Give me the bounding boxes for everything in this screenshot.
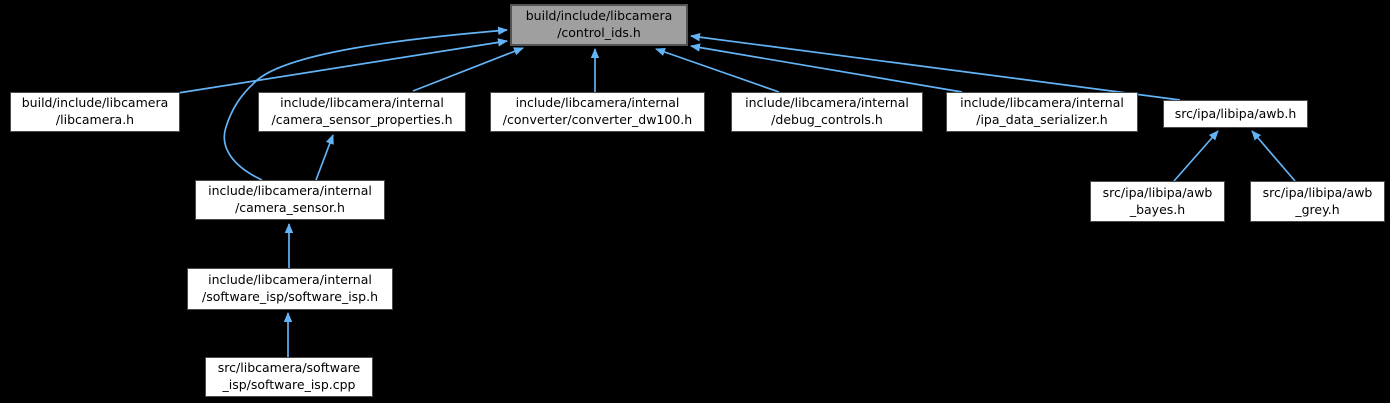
edge-debug-controls-to-control-ids [655, 48, 780, 93]
node-libcamera-h[interactable]: build/include/libcamera /libcamera.h [10, 92, 180, 132]
node-software-isp-h[interactable]: include/libcamera/internal /software_isp… [187, 268, 393, 310]
edge-camera-sensor-to-camera-sensor-properties [315, 134, 334, 181]
edge-awb-bayes-to-awb [1173, 130, 1219, 182]
node-software-isp-cpp[interactable]: src/libcamera/software _isp/software_isp… [205, 357, 373, 397]
edge-awb-to-control-ids [690, 33, 1181, 101]
edge-libcamera-to-control-ids [177, 38, 508, 94]
node-debug-controls-h[interactable]: include/libcamera/internal /debug_contro… [731, 92, 923, 132]
edge-camera-sensor-to-control-ids [223, 26, 508, 181]
node-control-ids-h: build/include/libcamera /control_ids.h [510, 4, 688, 46]
node-ipa-data-serializer-h[interactable]: include/libcamera/internal /ipa_data_ser… [946, 92, 1138, 132]
edge-awb-grey-to-awb [1251, 130, 1296, 182]
node-converter-dw100-h[interactable]: include/libcamera/internal /converter/co… [490, 92, 705, 132]
edge-ipa-data-serializer-to-control-ids [690, 43, 963, 93]
node-camera-sensor-properties-h[interactable]: include/libcamera/internal /camera_senso… [258, 92, 466, 132]
node-awb-grey-h[interactable]: src/ipa/libipa/awb _grey.h [1250, 181, 1385, 222]
node-camera-sensor-h[interactable]: include/libcamera/internal /camera_senso… [195, 180, 385, 220]
node-awb-h[interactable]: src/ipa/libipa/awb.h [1163, 100, 1308, 128]
node-awb-bayes-h[interactable]: src/ipa/libipa/awb _bayes.h [1090, 181, 1225, 222]
edge-camera-sensor-properties-to-control-ids [412, 47, 524, 92]
